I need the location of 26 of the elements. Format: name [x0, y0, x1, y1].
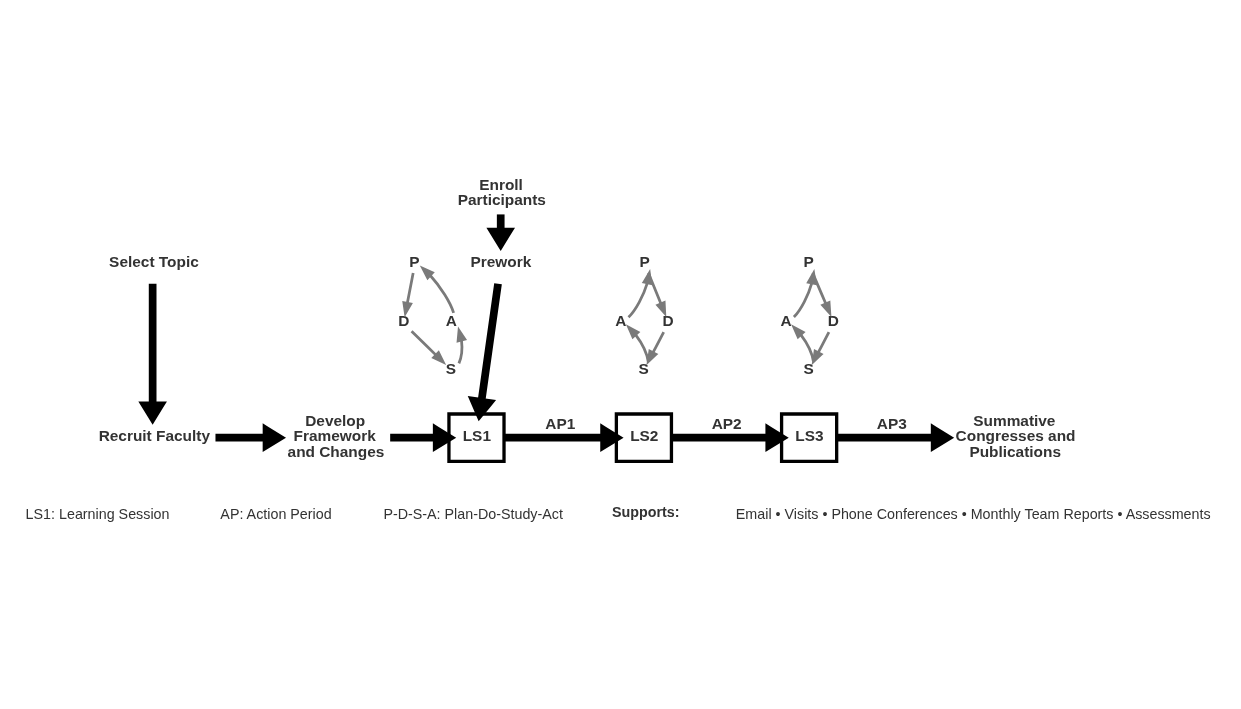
- node-text: S: [803, 360, 814, 377]
- node-text: D: [662, 311, 674, 329]
- node-text: S: [638, 360, 649, 377]
- label: Email • Visits • Phone Conferences • Monthly Team Reports • Assessments: [735, 505, 1211, 522]
- node-text: A: [615, 311, 627, 329]
- node-text: D: [398, 311, 410, 329]
- node-text: S: [445, 360, 456, 377]
- node-text: D: [827, 311, 839, 329]
- node-text: Select Topic: [109, 252, 199, 270]
- node-text: Develop Framework and Changes: [287, 411, 385, 460]
- label: AP: Action Period: [220, 505, 332, 522]
- node-text: Prework: [470, 252, 532, 270]
- label: P-D-S-A: Plan-Do-Study-Act: [383, 505, 563, 522]
- node-text: P: [803, 252, 814, 270]
- node-text: A: [445, 311, 457, 329]
- node-text: Enroll Participants: [457, 176, 546, 209]
- edge-label: AP1: [545, 415, 576, 433]
- edge-label: AP3: [876, 415, 907, 433]
- node-text: A: [780, 311, 792, 329]
- node-text: P: [639, 252, 650, 270]
- node-text: Recruit Faculty: [98, 426, 210, 444]
- node-text: Summative Congresses and Publications: [955, 411, 1076, 460]
- edge-label: AP2: [711, 415, 742, 433]
- node-text: P: [409, 252, 420, 270]
- label: LS1: Learning Session: [25, 505, 170, 522]
- label: Supports:: [611, 504, 680, 521]
